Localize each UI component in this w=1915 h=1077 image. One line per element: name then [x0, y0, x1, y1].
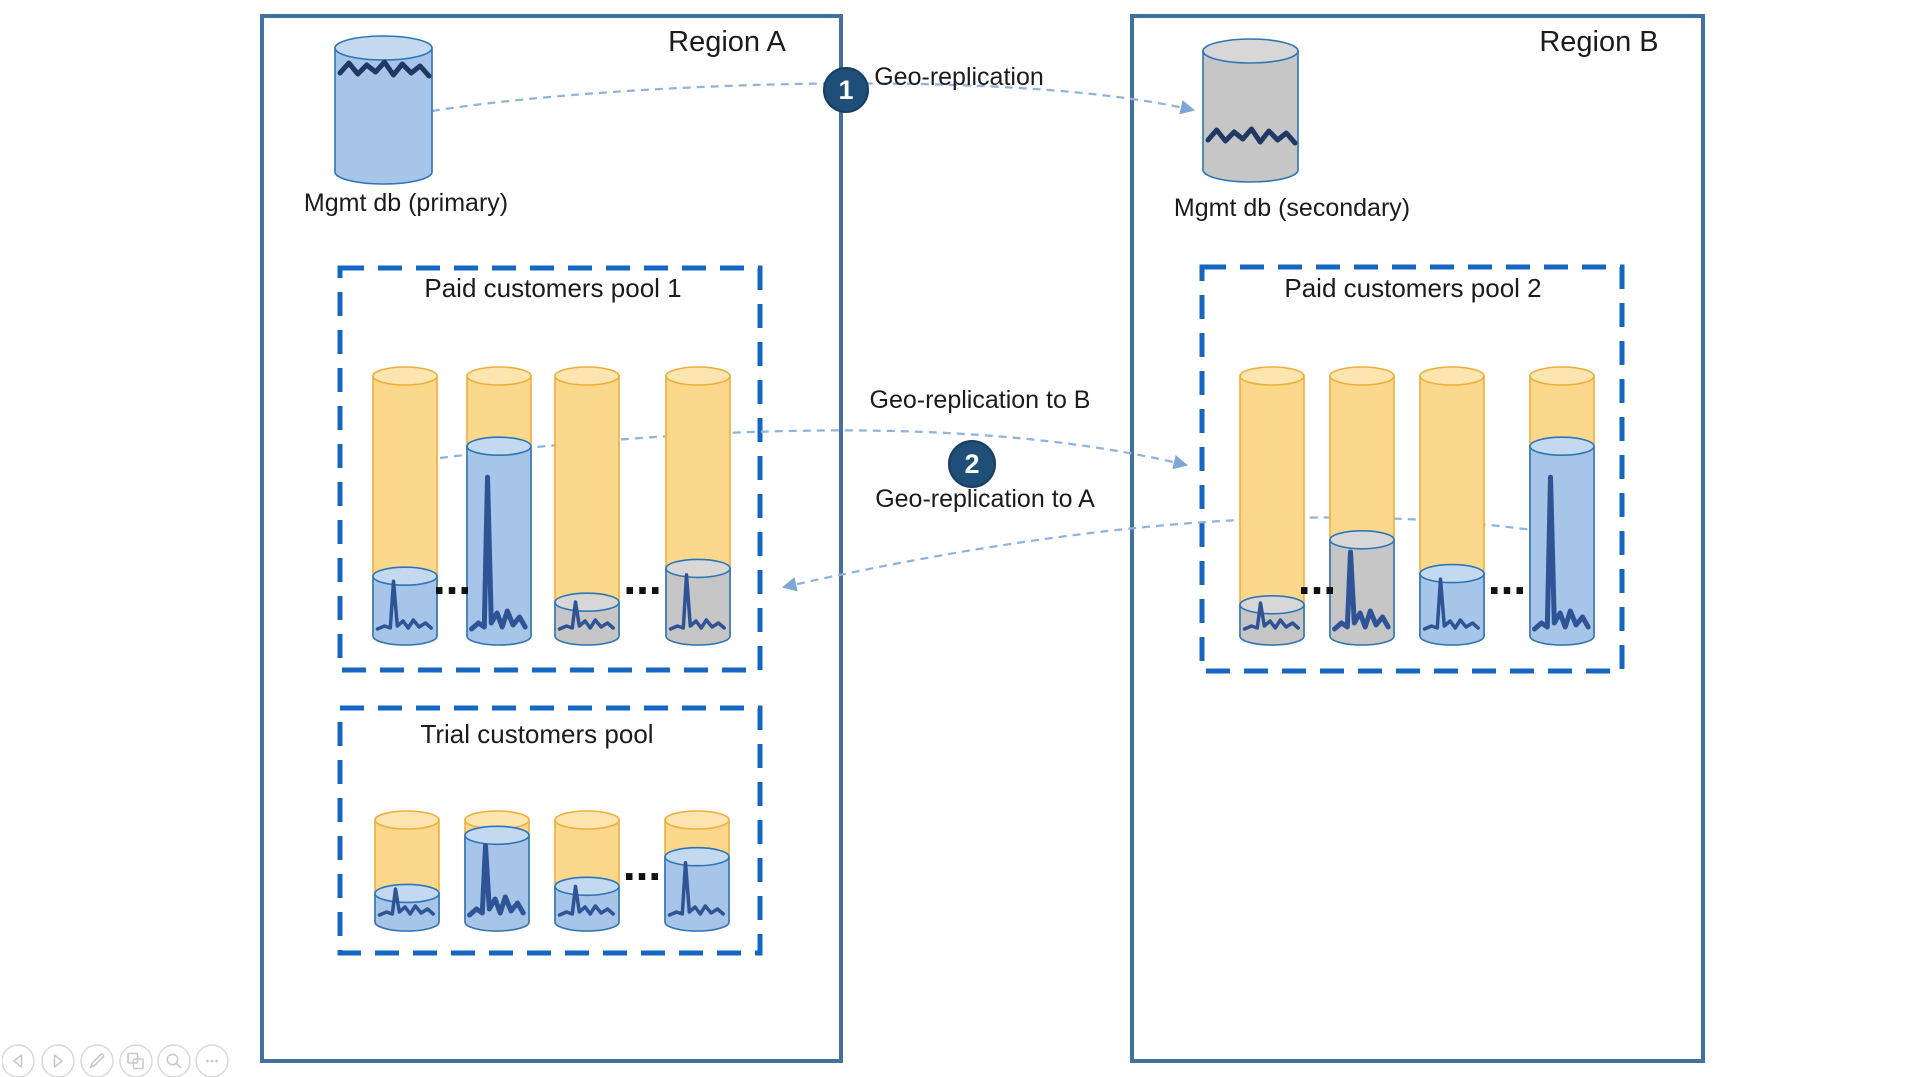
next-slide-button[interactable] [41, 1044, 75, 1077]
previous-slide-icon [13, 1054, 23, 1068]
region-b-title: Region B [1539, 26, 1659, 58]
pen-icon [89, 1053, 105, 1069]
mgmt-db-secondary-label: Mgmt db (secondary) [1173, 194, 1411, 222]
region-a-box [260, 14, 843, 1063]
see-all-slides-icon [127, 1052, 144, 1070]
geo-replication-to-a-label: Geo-replication to A [875, 485, 1095, 513]
region-a-title: Region A [668, 26, 786, 58]
zoom-icon [166, 1053, 182, 1069]
next-slide-icon [53, 1054, 63, 1068]
pool-1-title: Paid customers pool 1 [424, 273, 682, 303]
step-2-badge: 2 [948, 440, 996, 488]
see-all-slides-button[interactable] [119, 1044, 153, 1077]
more-options-button[interactable] [195, 1044, 229, 1077]
geo-replication-to-b-label: Geo-replication to B [869, 386, 1091, 414]
pen-button[interactable] [80, 1044, 114, 1077]
presenter-toolbar [2, 1044, 229, 1077]
trial-pool-title: Trial customers pool [420, 719, 654, 749]
step-1-badge: 1 [823, 67, 869, 113]
more-options-icon [206, 1059, 218, 1063]
geo-replication-label: Geo-replication [874, 63, 1044, 91]
previous-slide-button[interactable] [2, 1044, 35, 1077]
mgmt-db-primary-label: Mgmt db (primary) [303, 189, 509, 217]
zoom-button[interactable] [157, 1044, 191, 1077]
region-b-box [1130, 14, 1705, 1063]
pool-2-title: Paid customers pool 2 [1284, 273, 1542, 303]
